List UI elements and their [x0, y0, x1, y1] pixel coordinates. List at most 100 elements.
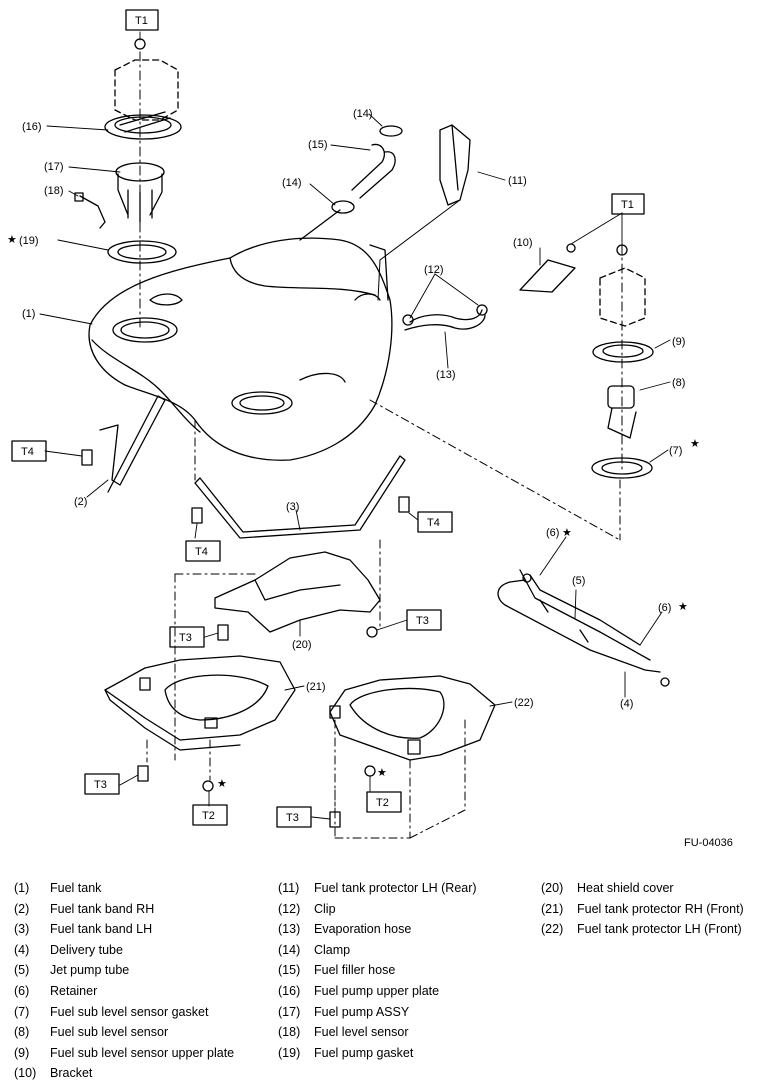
- callout-6b: (6): [658, 602, 671, 614]
- legend-item: (14)Clamp: [278, 940, 477, 961]
- tag-t2-left: T2: [202, 810, 215, 822]
- legend-num: (21): [541, 901, 564, 916]
- fuel-tank-band-rh: [99, 395, 166, 493]
- legend-num: (22): [541, 922, 564, 937]
- legend-column-3: (20) Heat shield cover (21)Fuel tank prot…: [541, 878, 744, 940]
- callout-14a: (14): [353, 108, 373, 120]
- legend-label: Retainer: [50, 983, 98, 998]
- tag-t3-protector-rh: T3: [94, 779, 107, 791]
- legend-label: Heat shield cover: [577, 881, 674, 895]
- bolts: [81, 38, 410, 828]
- legend-label: Fuel tank: [50, 881, 102, 895]
- fuel-tank: [88, 237, 393, 461]
- callout-2: (2): [74, 496, 87, 508]
- legend-item: (6) Retainer: [14, 981, 234, 1002]
- tag-t3-heatshield: T3: [179, 632, 192, 644]
- tag-t4-bottom: T4: [195, 546, 208, 558]
- fuel-tank-protector-lh-front: [329, 675, 496, 761]
- callout-15: (15): [308, 139, 328, 151]
- star-t2-right: ★: [377, 767, 387, 779]
- legend-item: (1) Fuel tank: [14, 878, 234, 899]
- callout-6a: (6): [546, 527, 559, 539]
- legend-label: Fuel sub level sensor upper plate: [50, 1045, 235, 1060]
- fuel-tank-protector-rh-front: [104, 655, 296, 751]
- legend-num: (4): [14, 942, 30, 957]
- tag-t4-right: T4: [427, 517, 440, 529]
- callout-17: (17): [44, 161, 64, 173]
- tag-t3-right: T3: [416, 615, 429, 627]
- legend-num: (15): [278, 963, 301, 978]
- legend-item: (13)Evaporation hose: [278, 919, 477, 940]
- torque-tags: T1 T1 T4 T4 T4 T3 T3 T3 T2 T2 T3: [11, 9, 645, 828]
- tag-t4-left: T4: [21, 446, 34, 458]
- legend-label: Fuel sub level sensor: [50, 1025, 169, 1040]
- callout-11: (11): [508, 175, 527, 187]
- tag-t1-top: T1: [135, 15, 148, 27]
- callout-22: (22): [514, 697, 534, 709]
- fuel-filler-hose: [299, 125, 403, 241]
- legend-label: Fuel tank protector LH (Rear): [314, 881, 477, 895]
- legend-num: (16): [278, 983, 301, 998]
- legend-item: (16)Fuel pump upper plate: [278, 981, 477, 1002]
- legend-num: (19): [278, 1045, 301, 1060]
- legend-num: (11): [278, 881, 300, 895]
- legend-num: (1): [14, 881, 30, 895]
- legend-item: (3) Fuel tank band LH: [14, 919, 234, 940]
- legend-label: Fuel tank band LH: [50, 922, 153, 937]
- fuel-sub-level-sensor-assembly: [519, 243, 654, 479]
- callout-13: (13): [436, 369, 456, 381]
- legend-num: (6): [14, 983, 30, 998]
- exploded-parts-diagram: (16) (17) (18) (19) ★ (1) (2) (3) (14) (…: [7, 9, 700, 841]
- legend-label: Delivery tube: [50, 942, 123, 957]
- legend-label: Fuel level sensor: [314, 1025, 409, 1040]
- callout-20: (20): [292, 639, 312, 651]
- legend-label: Fuel pump ASSY: [314, 1004, 410, 1019]
- legend-item: (17)Fuel pump ASSY: [278, 1002, 477, 1023]
- legend-num: (8): [14, 1025, 30, 1040]
- star-6a: ★: [562, 527, 572, 539]
- legend-item: (12)Clip: [278, 899, 477, 920]
- star-t2-left: ★: [217, 778, 227, 790]
- legend-label: Fuel pump gasket: [314, 1045, 414, 1060]
- legend-item: (2)Fuel tank band RH: [14, 899, 234, 920]
- legend-item: (21)Fuel tank protector RH (Front): [541, 899, 744, 920]
- legend-item: (8) Fuel sub level sensor: [14, 1022, 234, 1043]
- legend-label: Bracket: [50, 1066, 93, 1081]
- legend-num: (9): [14, 1045, 30, 1060]
- legend-label: Clamp: [314, 942, 351, 957]
- legend-column-2: (11)Fuel tank protector LH (Rear) (12)Cl…: [278, 878, 477, 1063]
- tag-t1-right: T1: [621, 199, 634, 211]
- legend-num: (2): [14, 901, 30, 916]
- legend-num: (10): [14, 1066, 37, 1081]
- star-7: ★: [690, 438, 700, 450]
- legend-item: (5)Jet pump tube: [14, 960, 234, 981]
- legend-num: (20): [541, 881, 564, 895]
- legend-item: (7)Fuel sub level sensor gasket: [14, 1002, 234, 1023]
- callout-16: (16): [22, 121, 42, 133]
- callout-19: (19): [19, 235, 39, 247]
- legend-column-1: (1) Fuel tank (2)Fuel tank band RH (3) Fue…: [14, 878, 234, 1084]
- callout-9: (9): [672, 336, 685, 348]
- legend-num: (3): [14, 922, 30, 937]
- star-19: ★: [7, 234, 17, 246]
- fuel-tank-protector-lh-rear: [377, 124, 471, 301]
- callout-1: (1): [22, 308, 35, 320]
- jet-pump-and-delivery-tubes: [497, 569, 670, 687]
- legend-item: (9) Fuel sub level sensor upper plate: [14, 1043, 234, 1064]
- tag-t3-protector-lh: T3: [286, 812, 299, 824]
- legend-item: (20) Heat shield cover: [541, 878, 744, 899]
- legend-item: (19) Fuel pump gasket: [278, 1043, 477, 1064]
- evaporation-hose: [402, 304, 488, 331]
- legend-num: (13): [278, 922, 301, 937]
- callout-21: (21): [306, 681, 326, 693]
- reference-lines: [139, 109, 621, 841]
- legend-num: (7): [14, 1004, 30, 1019]
- callout-4: (4): [620, 698, 633, 710]
- callout-5: (5): [572, 575, 585, 587]
- callout-7: (7): [669, 445, 682, 457]
- legend-item: (22)Fuel tank protector LH (Front): [541, 919, 744, 940]
- fuel-tank-band-lh: [194, 455, 406, 539]
- legend-num: (12): [278, 901, 301, 916]
- leader-lines: [39, 31, 671, 820]
- callout-8: (8): [672, 377, 685, 389]
